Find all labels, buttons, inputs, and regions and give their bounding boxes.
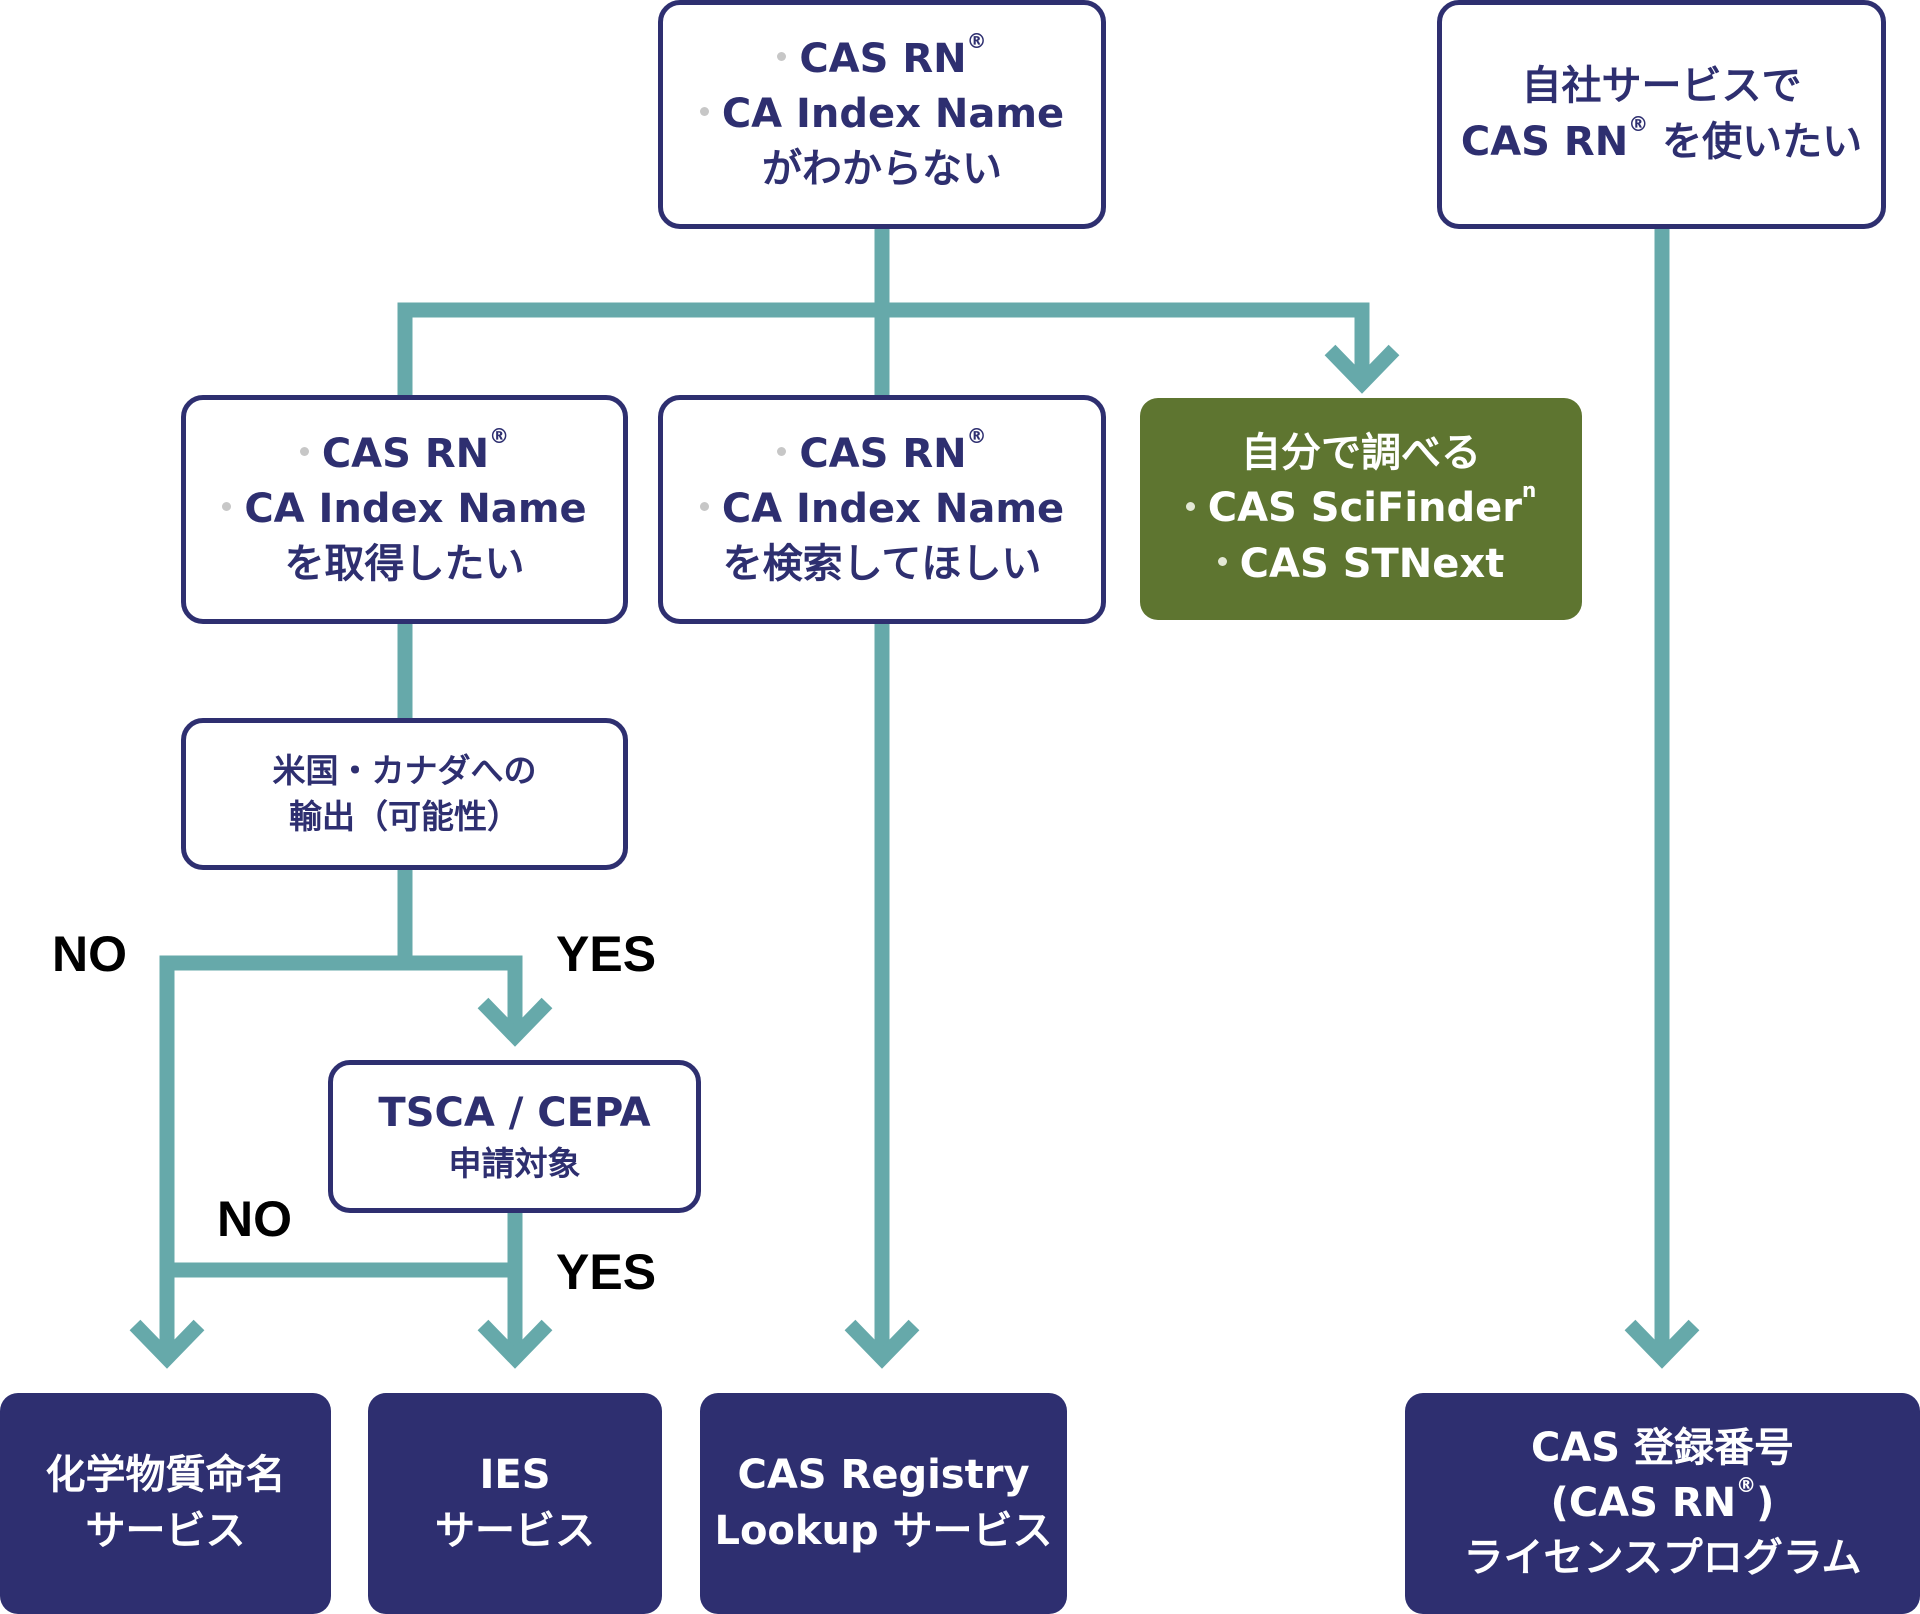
node-search-request: CAS RN® CA Index Name を検索してほしい [658, 395, 1106, 624]
node-self-research: 自分で調べる CAS SciFindern CAS STNext [1140, 398, 1582, 620]
arrowhead-self-research [1324, 344, 1400, 394]
arrowhead-ies [477, 1319, 553, 1369]
node-unknown-cas-rn: CAS RN® CA Index Name がわからない [658, 0, 1106, 229]
registered-mark: ® [1736, 1472, 1757, 1497]
branch-label-no-export: NO [52, 926, 127, 982]
branch-label-no-tsca: NO [217, 1191, 292, 1247]
label-license-program: ライセンスプログラム [1463, 1535, 1862, 1582]
node-naming-service: 化学物質命名 サービス [0, 1393, 331, 1614]
node-acquire: CAS RN® CA Index Name を取得したい [181, 395, 628, 624]
bullet-dot [222, 502, 232, 512]
scifinder-superscript: n [1522, 478, 1537, 503]
label-acquire: を取得したい [284, 541, 525, 588]
label-export-line1: 米国・カナダへの [272, 751, 537, 791]
node-registry-lookup: CAS Registry Lookup サービス [700, 1393, 1067, 1614]
arrowhead-lookup [844, 1319, 920, 1369]
label-naming-line2: サービス [85, 1507, 246, 1554]
label-close-paren: ) [1756, 1479, 1775, 1526]
label-cas-rn: CAS RN [799, 35, 967, 82]
label-lookup-service: Lookup サービス [714, 1507, 1053, 1554]
label-ies: IES [479, 1452, 551, 1499]
label-inhouse-cas-rn: CAS RN [1460, 118, 1629, 165]
label-cas-rn: CAS RN [799, 430, 967, 477]
registered-mark: ® [489, 423, 510, 448]
label-search-request: を検索してほしい [722, 541, 1042, 588]
bullet-dot [699, 502, 709, 512]
connector-branch-horizontal [397, 302, 1370, 400]
registered-mark: ® [966, 28, 987, 53]
label-cas-rn-paren: (CAS RN [1550, 1479, 1737, 1526]
arrowhead-tsca [477, 997, 553, 1047]
label-export-line2: 輸出（可能性） [289, 797, 520, 836]
connector-export-split [159, 865, 413, 1358]
label-scifinder: CAS SciFinder [1207, 485, 1523, 532]
label-cas-registration-number: CAS 登録番号 [1530, 1424, 1795, 1471]
node-tsca-cepa: TSCA / CEPA 申請対象 [328, 1060, 701, 1213]
label-inhouse-use: を使いたい [1648, 118, 1863, 165]
bullet-dot [1217, 557, 1227, 567]
bullet-dot [1185, 501, 1195, 511]
label-unknown: がわからない [762, 146, 1002, 193]
registered-mark: ® [1628, 111, 1649, 136]
bullet-dot [777, 447, 787, 457]
branch-label-yes-tsca: YES [556, 1244, 657, 1300]
node-license-program: CAS 登録番号 (CAS RN®) ライセンスプログラム [1405, 1393, 1920, 1614]
label-ies-service: サービス [435, 1507, 595, 1554]
label-stnext: CAS STNext [1239, 540, 1505, 587]
label-self-research: 自分で調べる [1241, 430, 1481, 477]
label-cas-registry: CAS Registry [737, 1452, 1030, 1499]
arrowhead-license [1624, 1319, 1700, 1369]
label-cas-rn: CAS RN [321, 430, 490, 477]
label-inhouse-line1: 自社サービスで [1521, 63, 1802, 110]
label-ca-index-name: CA Index Name [721, 485, 1065, 532]
node-ies-service: IES サービス [368, 1393, 662, 1614]
bullet-dot [699, 107, 709, 117]
connector-export-to-tsca [405, 955, 523, 1036]
label-naming-line1: 化学物質命名 [45, 1452, 286, 1499]
bullet-dot [777, 52, 787, 62]
node-inhouse-use: 自社サービスで CAS RN® を使いたい [1437, 0, 1886, 229]
registered-mark: ® [966, 423, 987, 448]
label-ca-index-name: CA Index Name [721, 90, 1065, 137]
node-export-question: 米国・カナダへの 輸出（可能性） [181, 718, 628, 870]
label-application-target: 申請対象 [448, 1144, 581, 1184]
label-tsca-cepa: TSCA / CEPA [378, 1090, 651, 1137]
arrowhead-naming [129, 1319, 205, 1369]
bullet-dot [299, 447, 309, 457]
label-ca-index-name: CA Index Name [244, 485, 587, 532]
branch-label-yes-export: YES [556, 926, 657, 982]
